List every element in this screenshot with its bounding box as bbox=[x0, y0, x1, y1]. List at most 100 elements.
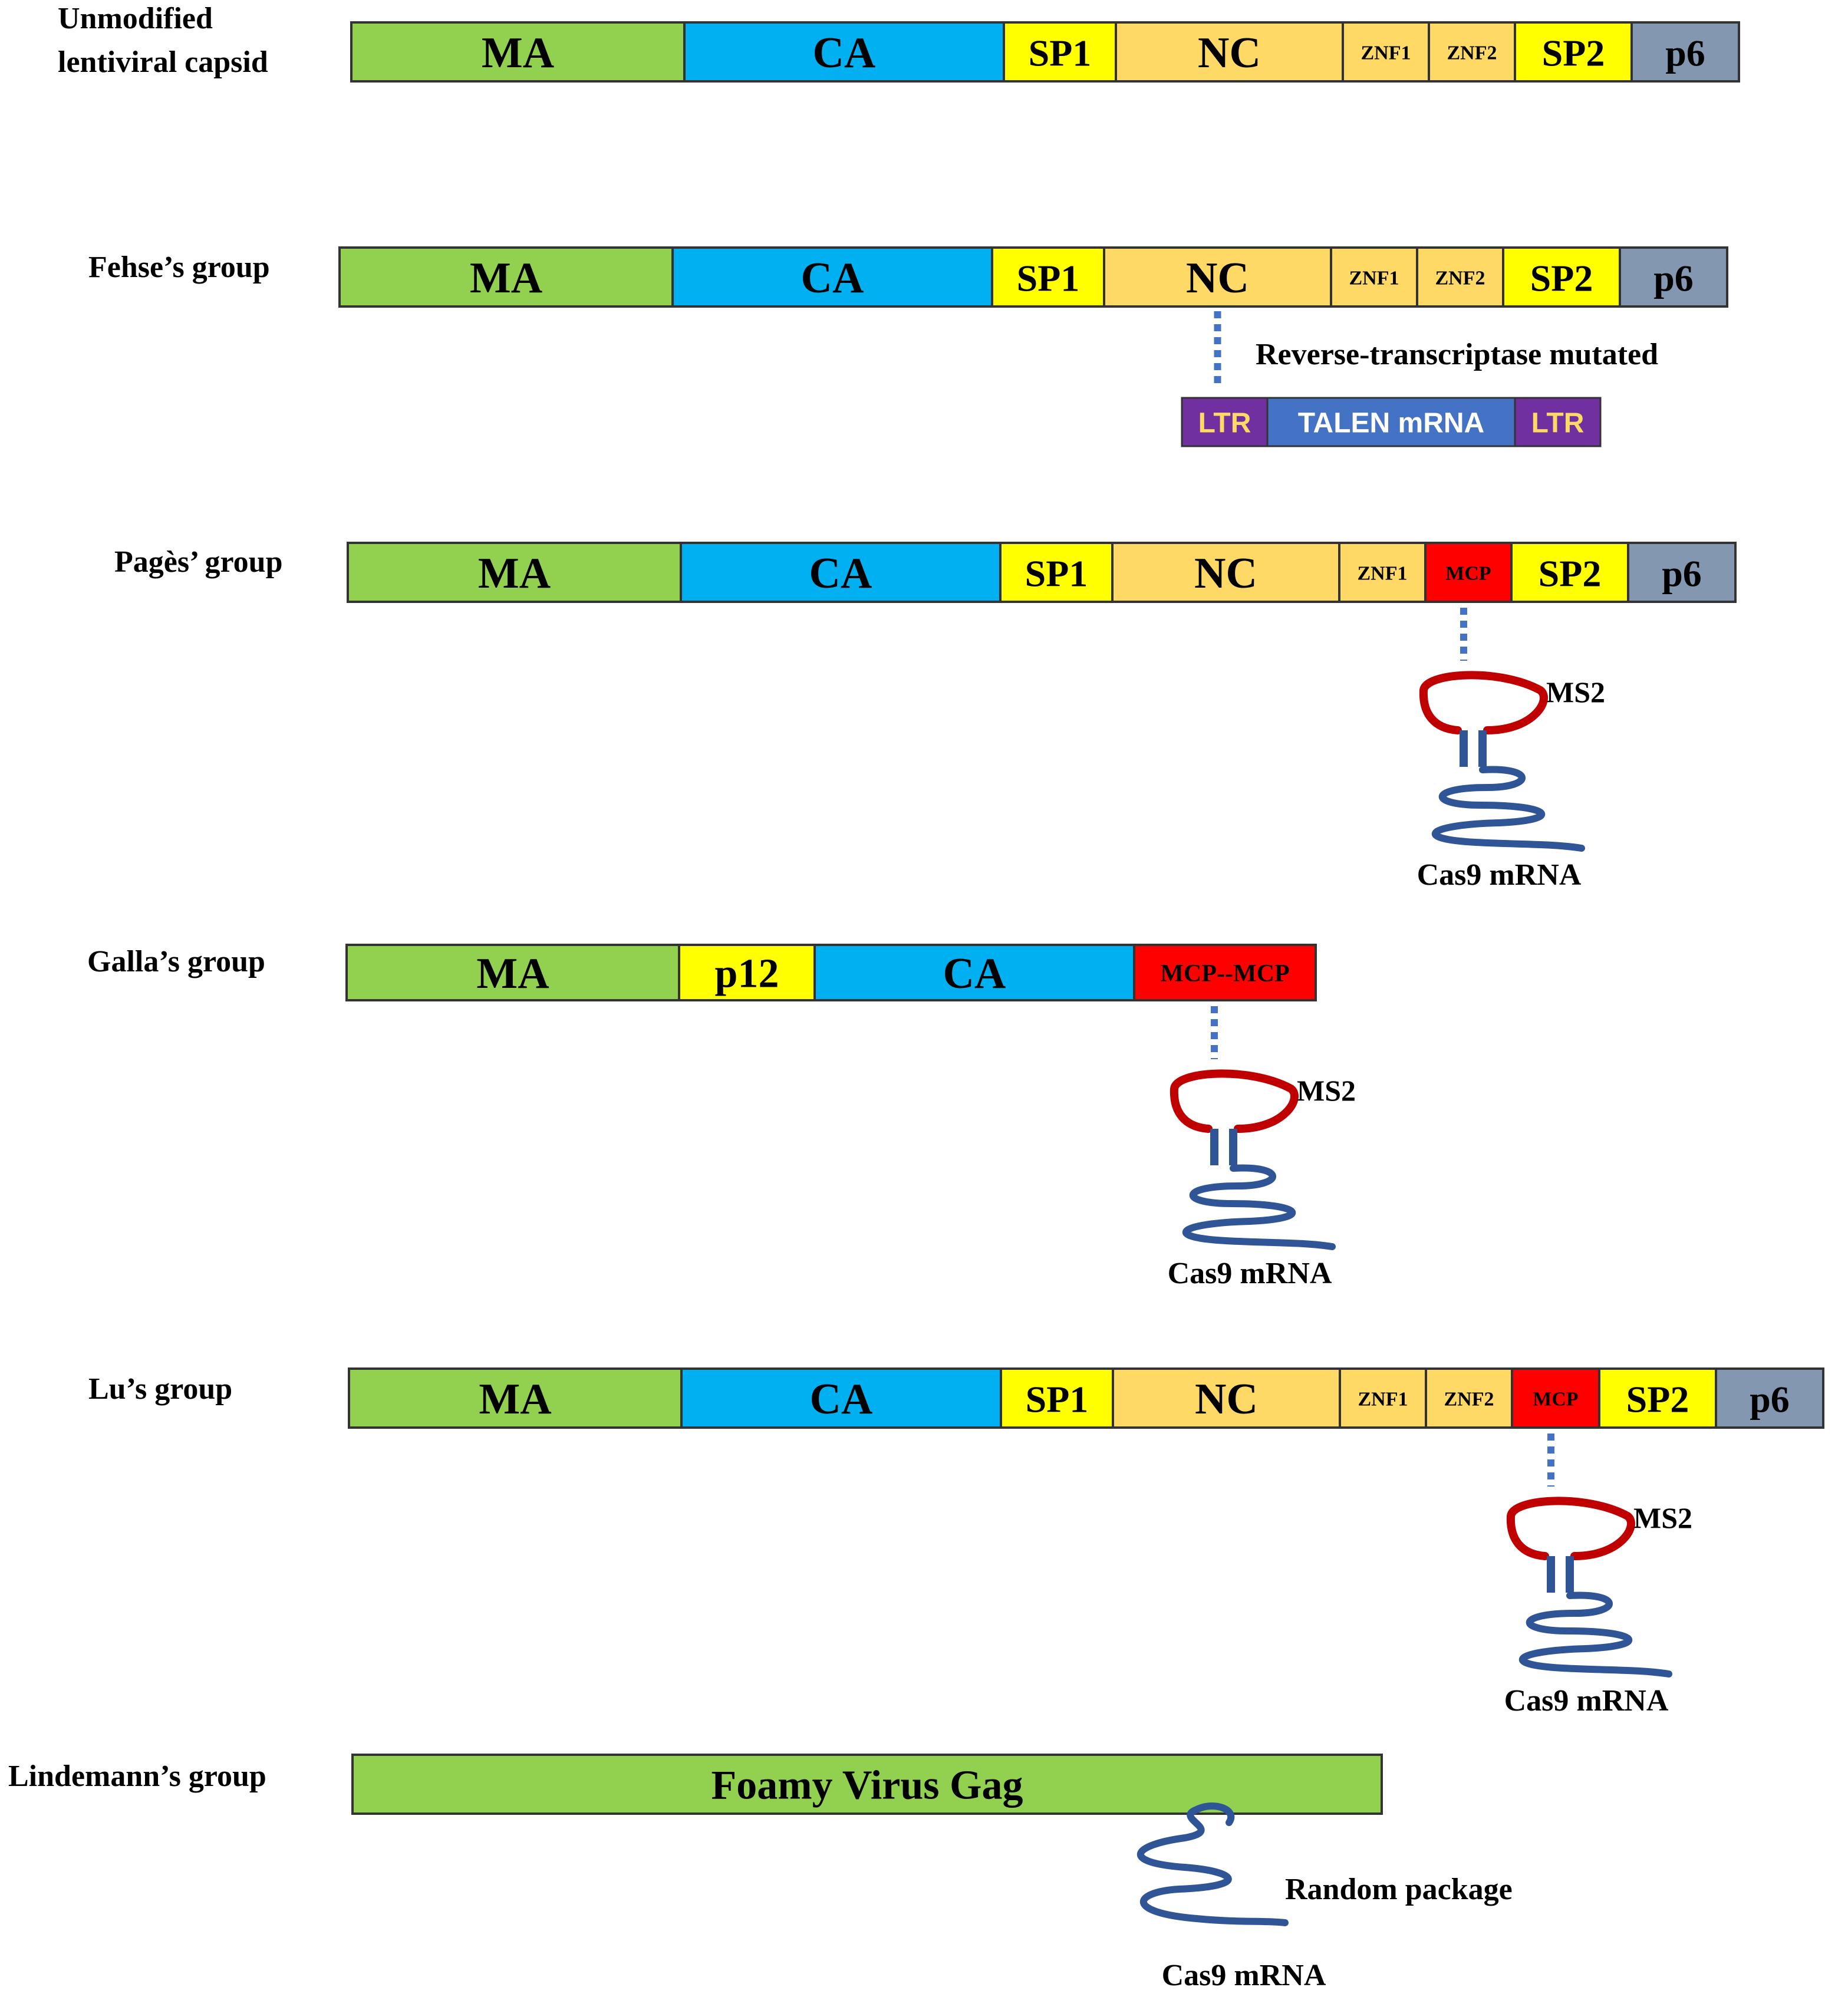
segment-nc: NC bbox=[1103, 246, 1332, 308]
row-label-unmodified: lentiviral capsid bbox=[58, 45, 268, 79]
row-lu-mrna-strand bbox=[1518, 1591, 1672, 1678]
row-galla-ms2-loop bbox=[1170, 1069, 1299, 1133]
segment-sp2: SP2 bbox=[1510, 542, 1629, 603]
row-pages-ms2-loop bbox=[1419, 671, 1548, 734]
row-lu-ms2-loop bbox=[1506, 1497, 1635, 1560]
row-label-unmodified: Unmodified bbox=[58, 2, 213, 35]
segment-foamy-virus-gag: Foamy Virus Gag bbox=[351, 1754, 1383, 1815]
row-galla-mrna-label: Cas9 mRNA bbox=[1168, 1257, 1332, 1290]
segment-label-znf2: ZNF2 bbox=[1447, 42, 1497, 64]
segment-label-mcp-mcp: MCP--MCP bbox=[1160, 960, 1289, 987]
random-package-mrna-strand bbox=[1137, 1802, 1289, 1926]
row-label-fehse: Fehse’s group bbox=[88, 251, 270, 284]
segment-sp1: SP1 bbox=[999, 542, 1114, 603]
segment-label-ca: CA bbox=[813, 29, 876, 77]
segment-label-znf1: ZNF1 bbox=[1349, 268, 1399, 289]
segment-nc: NC bbox=[1112, 1367, 1341, 1429]
segment-ma: MA bbox=[350, 21, 686, 83]
cargo-box-ltr bbox=[1514, 397, 1602, 447]
cargo-label-ltr: LTR bbox=[1531, 408, 1585, 439]
segment-box-nc bbox=[1103, 246, 1332, 308]
segment-p6: p6 bbox=[1627, 542, 1737, 603]
cargo-box-ltr bbox=[1181, 397, 1269, 447]
segment-ca: CA bbox=[680, 542, 1002, 603]
segment-ca: CA bbox=[671, 246, 993, 308]
segment-label-znf2: ZNF2 bbox=[1444, 1389, 1494, 1411]
segment-box-ma bbox=[350, 21, 686, 83]
segment-label-p12: p12 bbox=[715, 951, 779, 997]
segment-label-nc: NC bbox=[1195, 1375, 1258, 1423]
segment-znf1: ZNF1 bbox=[1338, 542, 1427, 603]
segment-p12: p12 bbox=[678, 944, 816, 1001]
segment-box-ca bbox=[813, 944, 1135, 1001]
segment-label-ma: MA bbox=[476, 950, 549, 998]
talen-cargo: LTR TALEN mRNA LTR bbox=[1181, 397, 1602, 447]
row-label-galla: Galla’s group bbox=[87, 945, 265, 978]
segment-label-sp2: SP2 bbox=[1542, 32, 1605, 74]
row-galla-mrna-strand bbox=[1182, 1164, 1336, 1250]
segment-nc: NC bbox=[1111, 542, 1340, 603]
segment-sp1: SP1 bbox=[991, 246, 1105, 308]
annotation-rt-mutated: Reverse-transcriptase mutated bbox=[1256, 338, 1658, 371]
segment-ca: CA bbox=[680, 1367, 1002, 1429]
segment-label-p6: p6 bbox=[1750, 1379, 1790, 1421]
segment-label-ma: MA bbox=[470, 254, 542, 302]
segment-label-mcp: MCP bbox=[1445, 563, 1491, 585]
segment-box-znf2 bbox=[1425, 1367, 1513, 1429]
segment-label-p6: p6 bbox=[1653, 258, 1694, 299]
cargo-label-talen-mrna: TALEN mRNA bbox=[1298, 408, 1484, 439]
segment-znf1: ZNF1 bbox=[1339, 1367, 1427, 1429]
segment-box-ma bbox=[348, 1367, 683, 1429]
random-package-spacer bbox=[1220, 1886, 1282, 1889]
segment-label-sp2: SP2 bbox=[1530, 258, 1593, 299]
segment-znf2: ZNF2 bbox=[1416, 246, 1504, 308]
segment-label-nc: NC bbox=[1198, 29, 1261, 77]
segment-znf2: ZNF2 bbox=[1425, 1367, 1513, 1429]
segment-box-p6 bbox=[1619, 246, 1728, 308]
segment-ma: MA bbox=[348, 1367, 683, 1429]
row-pages-mrna-label: Cas9 mRNA bbox=[1417, 858, 1582, 892]
segment-label-sp1: SP1 bbox=[1026, 1379, 1089, 1421]
segment-box-sp1 bbox=[1000, 1367, 1114, 1429]
segment-label-znf1: ZNF1 bbox=[1358, 563, 1408, 585]
random-package-mrna-label: Cas9 mRNA bbox=[1162, 1959, 1326, 1992]
segment-ma: MA bbox=[347, 542, 682, 603]
segment-label-sp1: SP1 bbox=[1029, 32, 1092, 74]
segment-box-znf1 bbox=[1338, 542, 1427, 603]
segment-ma: MA bbox=[345, 944, 680, 1001]
segment-box-znf2 bbox=[1428, 21, 1516, 83]
segment-ma: MA bbox=[338, 246, 674, 308]
segment-label-nc: NC bbox=[1194, 549, 1257, 598]
cargo-label-ltr: LTR bbox=[1198, 408, 1251, 439]
segment-box-mcp-mcp bbox=[1133, 944, 1317, 1001]
row-lu-stem bbox=[1547, 1556, 1574, 1593]
segment-label-ca: CA bbox=[809, 549, 872, 598]
segment-box-ca bbox=[683, 21, 1005, 83]
row-galla-stem bbox=[1210, 1129, 1237, 1165]
segment-sp2: SP2 bbox=[1502, 246, 1621, 308]
segment-label-ma: MA bbox=[482, 29, 554, 77]
segment-box-znf1 bbox=[1330, 246, 1418, 308]
row-pages-stem bbox=[1460, 730, 1487, 767]
segment-sp1: SP1 bbox=[1003, 21, 1117, 83]
segment-box-sp2 bbox=[1514, 21, 1633, 83]
segment-sp2: SP2 bbox=[1514, 21, 1633, 83]
segment-znf1: ZNF1 bbox=[1330, 246, 1418, 308]
segment-nc: NC bbox=[1115, 21, 1344, 83]
segment-label-ca: CA bbox=[943, 950, 1006, 998]
segment-label-sp1: SP1 bbox=[1017, 258, 1080, 299]
segment-box-sp2 bbox=[1598, 1367, 1717, 1429]
segment-box-ma bbox=[347, 542, 682, 603]
segment-mcp-mcp: MCP--MCP bbox=[1133, 944, 1317, 1001]
segment-box-znf2 bbox=[1416, 246, 1504, 308]
segment-label-ca: CA bbox=[810, 1375, 873, 1423]
segment-label-ma: MA bbox=[478, 549, 551, 598]
segment-box-ca bbox=[671, 246, 993, 308]
segment-box-p6 bbox=[1715, 1367, 1824, 1429]
segment-label-foamy-virus-gag: Foamy Virus Gag bbox=[711, 1763, 1023, 1808]
segment-box-mcp bbox=[1511, 1367, 1600, 1429]
